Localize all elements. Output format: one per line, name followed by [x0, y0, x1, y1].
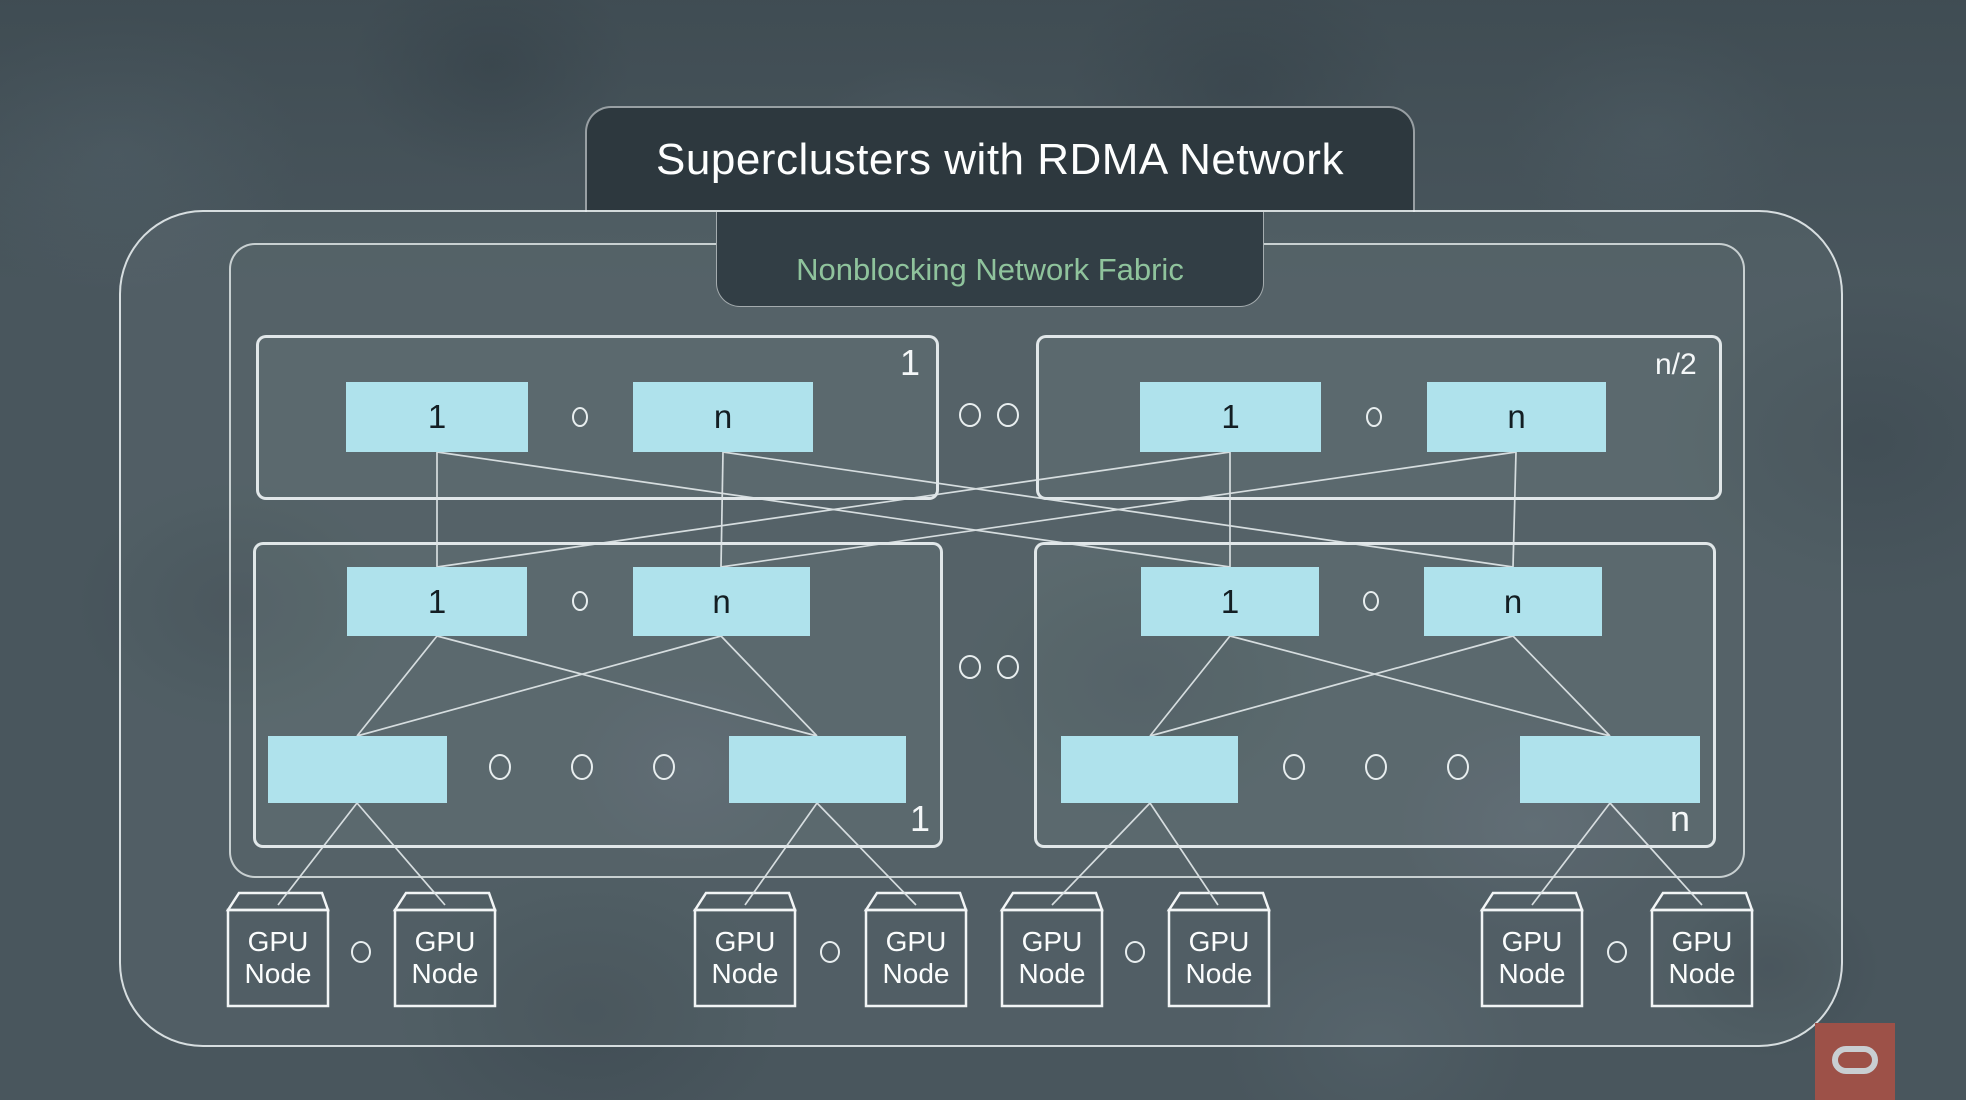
gpu-node-label: GPU Node	[711, 925, 779, 989]
leaf-n-edge-switch-left	[1061, 736, 1238, 803]
gpu-node: GPU Node	[692, 891, 798, 1013]
leaf-1-switch-1: 1	[347, 567, 527, 636]
title-banner: Superclusters with RDMA Network	[585, 106, 1415, 212]
oracle-logo	[1815, 1023, 1895, 1100]
gpu-node: GPU Node	[225, 891, 331, 1013]
gpu-node-label: GPU Node	[244, 925, 312, 989]
leaf-1-edge-switch-left	[268, 736, 447, 803]
gpu-node: GPU Node	[1479, 891, 1585, 1013]
gpu-node: GPU Node	[1166, 891, 1272, 1013]
oracle-o-icon	[1832, 1045, 1878, 1074]
gpu-node: GPU Node	[1649, 891, 1755, 1013]
gpu-node-label: GPU Node	[1018, 925, 1086, 989]
gpu-node: GPU Node	[863, 891, 969, 1013]
leaf-1-edge-switch-right	[729, 736, 906, 803]
page-title: Superclusters with RDMA Network	[656, 135, 1344, 184]
gpu-node-label: GPU Node	[411, 925, 479, 989]
gpu-node: GPU Node	[392, 891, 498, 1013]
spine-group-n2-box	[1036, 335, 1722, 500]
gpu-node-label: GPU Node	[1668, 925, 1736, 989]
gpu-node-label: GPU Node	[1185, 925, 1253, 989]
leaf-group-n-label: n	[1670, 798, 1691, 839]
spine-group-1-label: 1	[900, 342, 921, 383]
gpu-node-label: GPU Node	[1498, 925, 1566, 989]
leaf-n-switch-1: 1	[1141, 567, 1319, 636]
spine-n2-switch-n: n	[1427, 382, 1606, 452]
spine-1-switch-1: 1	[346, 382, 528, 452]
fabric-label-box: Nonblocking Network Fabric	[716, 212, 1264, 307]
gpu-node: GPU Node	[999, 891, 1105, 1013]
spine-1-switch-n: n	[633, 382, 813, 452]
leaf-n-switch-n: n	[1424, 567, 1602, 636]
gpu-node-label: GPU Node	[882, 925, 950, 989]
leaf-group-1-label: 1	[910, 798, 931, 839]
spine-group-n2-label: n/2	[1655, 348, 1697, 381]
spine-n2-switch-1: 1	[1140, 382, 1321, 452]
fabric-label: Nonblocking Network Fabric	[796, 252, 1184, 287]
leaf-n-edge-switch-right	[1520, 736, 1700, 803]
leaf-1-switch-n: n	[633, 567, 810, 636]
